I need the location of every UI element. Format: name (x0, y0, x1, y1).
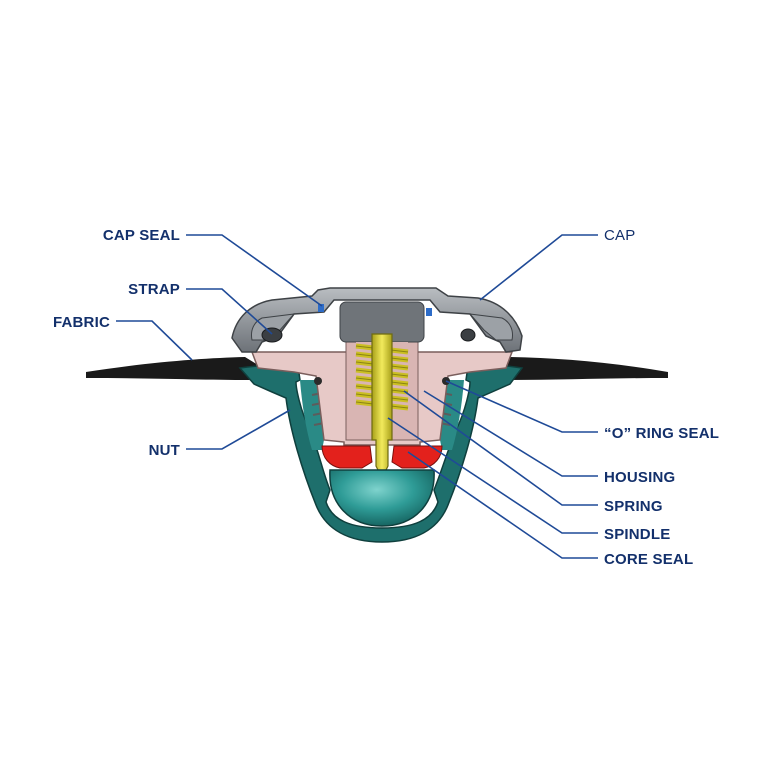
cap-shape (231, 287, 523, 353)
cap-lip-right (468, 313, 513, 341)
strap-shape-right (460, 328, 476, 342)
spindle-shape (371, 333, 393, 475)
label-spindle: SPINDLE (604, 526, 670, 543)
cap-seal-shape (318, 304, 324, 312)
label-housing: HOUSING (604, 469, 675, 486)
label-cap-seal: CAP SEAL (103, 227, 180, 244)
dome-shape (329, 469, 435, 527)
leader-lines (116, 234, 598, 559)
label-spring: SPRING (604, 498, 663, 515)
core-seal-shape (321, 445, 373, 469)
label-cap: CAP (604, 227, 635, 244)
label-strap: STRAP (128, 281, 180, 298)
label-core-seal: CORE SEAL (604, 551, 693, 568)
fabric-shape-right (496, 357, 668, 380)
strap-shape (261, 327, 283, 343)
o-ring-shape-left (314, 377, 322, 385)
core-seal-shape-right (391, 445, 443, 469)
cap-seal-shape-right (426, 308, 432, 316)
label-fabric: FABRIC (53, 314, 110, 331)
fabric-shape (86, 357, 258, 380)
label-nut: NUT (149, 442, 180, 459)
label-o-ring-seal: “O” RING SEAL (604, 425, 719, 442)
